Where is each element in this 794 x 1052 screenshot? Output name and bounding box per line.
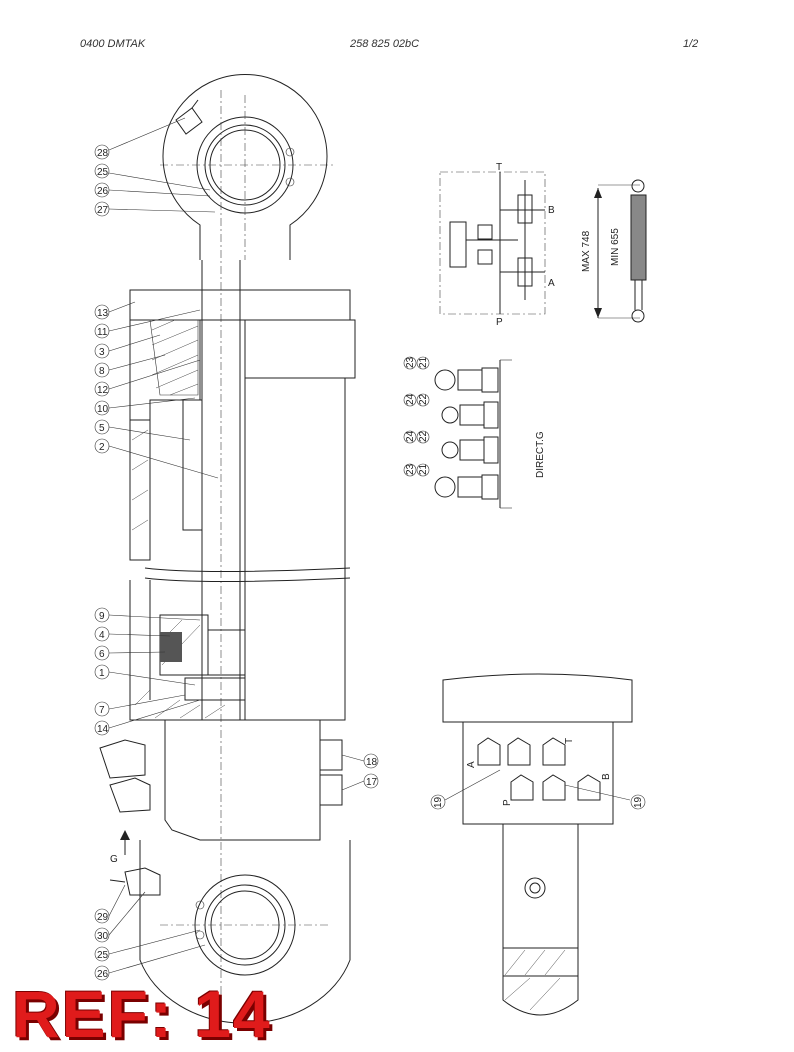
fittings-view xyxy=(403,356,512,509)
callout-6: 6 xyxy=(99,649,105,660)
callout-25-bottom: 25 xyxy=(97,950,109,961)
callout-12: 12 xyxy=(97,385,109,396)
callout-27: 27 xyxy=(97,205,109,216)
valve-port-t: T xyxy=(564,738,575,744)
callout-2: 2 xyxy=(99,442,105,453)
callouts-low xyxy=(94,607,201,736)
callout-28: 28 xyxy=(97,148,109,159)
schematic-port-p: P xyxy=(496,317,503,328)
valve-port-b: B xyxy=(601,773,612,780)
callout-23-b: 23 xyxy=(405,463,416,475)
callout-1: 1 xyxy=(99,668,105,679)
hydraulic-schematic xyxy=(439,171,546,315)
valve-block-view xyxy=(430,673,646,1016)
ref-label: REF: 14 xyxy=(12,977,272,1051)
view-g-label: G xyxy=(110,854,118,865)
min-length-label: MIN 655 xyxy=(610,228,621,266)
callout-11: 11 xyxy=(97,327,108,338)
callout-22-a: 22 xyxy=(418,393,429,405)
direct-g-label: DIRECT.G xyxy=(535,431,546,478)
header-left-code: 0400 DMTAK xyxy=(80,38,146,50)
callout-5: 5 xyxy=(99,423,105,434)
callout-21-b: 21 xyxy=(418,463,429,475)
callouts-bottom xyxy=(94,884,206,981)
valve-port-p: P xyxy=(502,799,513,806)
schematic-port-a: A xyxy=(548,278,555,289)
rod-and-head xyxy=(129,90,356,1020)
callout-7: 7 xyxy=(99,705,105,716)
callout-24-a: 24 xyxy=(405,393,416,405)
callout-18: 18 xyxy=(366,757,378,768)
callouts-top xyxy=(94,117,216,217)
callout-25-top: 25 xyxy=(97,167,109,178)
callout-9: 9 xyxy=(99,611,105,622)
callout-14: 14 xyxy=(97,724,109,735)
schematic-port-t: T xyxy=(496,162,502,173)
header-page-number: 1/2 xyxy=(683,38,699,50)
cylinder-stroke-icon xyxy=(594,179,647,323)
callout-22-b: 22 xyxy=(418,430,429,442)
callout-23-a: 23 xyxy=(405,356,416,368)
callout-30: 30 xyxy=(97,931,109,942)
callout-26-top: 26 xyxy=(97,186,109,197)
max-length-label: MAX 748 xyxy=(581,230,592,272)
callout-4: 4 xyxy=(99,630,105,641)
callout-3: 3 xyxy=(99,347,105,358)
callout-21-a: 21 xyxy=(418,356,429,368)
header-part-number: 258 825 02bC xyxy=(350,38,420,50)
schematic-port-b: B xyxy=(548,205,555,216)
callout-19-left: 19 xyxy=(433,796,444,808)
callout-29: 29 xyxy=(97,912,109,923)
callout-19-right: 19 xyxy=(633,796,644,808)
callout-10: 10 xyxy=(97,404,109,415)
top-eye xyxy=(160,73,335,260)
callout-26-bottom: 26 xyxy=(97,969,109,980)
callout-13: 13 xyxy=(97,308,109,319)
callout-8: 8 xyxy=(99,366,105,377)
callouts-mid xyxy=(94,301,219,479)
valve-port-a: A xyxy=(466,761,477,768)
callout-24-b: 24 xyxy=(405,430,416,442)
callout-17: 17 xyxy=(366,777,378,788)
lower-body xyxy=(99,720,351,1024)
